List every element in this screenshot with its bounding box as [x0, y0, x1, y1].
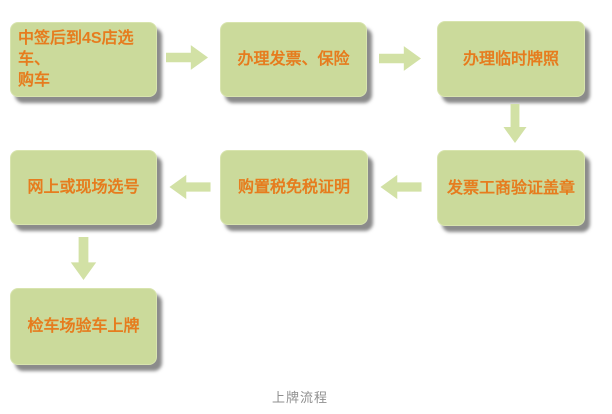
step-label-4: 发票工商验证盖章	[446, 179, 575, 197]
right-arrow-icon	[166, 45, 208, 70]
step-box-6: 网上或现场选号	[10, 150, 157, 225]
step-label-5: 购置税免税证明	[237, 179, 350, 196]
connector-step1-step2	[166, 43, 208, 72]
down-arrow-icon	[503, 104, 527, 143]
step-box-3: 办理临时牌照	[437, 21, 585, 97]
step-label-1: 中签后到4S店选车、 购车	[18, 30, 134, 89]
step-box-5: 购置税免税证明	[220, 150, 368, 225]
step-label-6: 网上或现场选号	[27, 179, 140, 196]
step-label-3: 办理临时牌照	[462, 50, 559, 68]
step-label-2: 办理发票、保险	[237, 51, 350, 68]
connector-step4-step5	[379, 173, 423, 201]
left-arrow-icon	[169, 174, 211, 200]
connector-step3-step4	[500, 104, 530, 143]
connector-step6-step7	[67, 237, 100, 280]
step-box-7: 检车场验车上牌	[10, 288, 157, 365]
step-box-1: 中签后到4S店选车、 购车	[10, 22, 157, 97]
connector-step2-step3	[379, 44, 421, 73]
right-arrow-icon	[379, 46, 421, 71]
down-arrow-icon	[70, 237, 97, 280]
step-label-7: 检车场验车上牌	[27, 318, 140, 335]
left-arrow-icon	[380, 174, 422, 200]
step-box-4: 发票工商验证盖章	[437, 150, 585, 226]
diagram-caption: 上牌流程	[271, 390, 328, 405]
step-box-2: 办理发票、保险	[220, 22, 367, 97]
connector-step5-step6	[168, 173, 212, 201]
